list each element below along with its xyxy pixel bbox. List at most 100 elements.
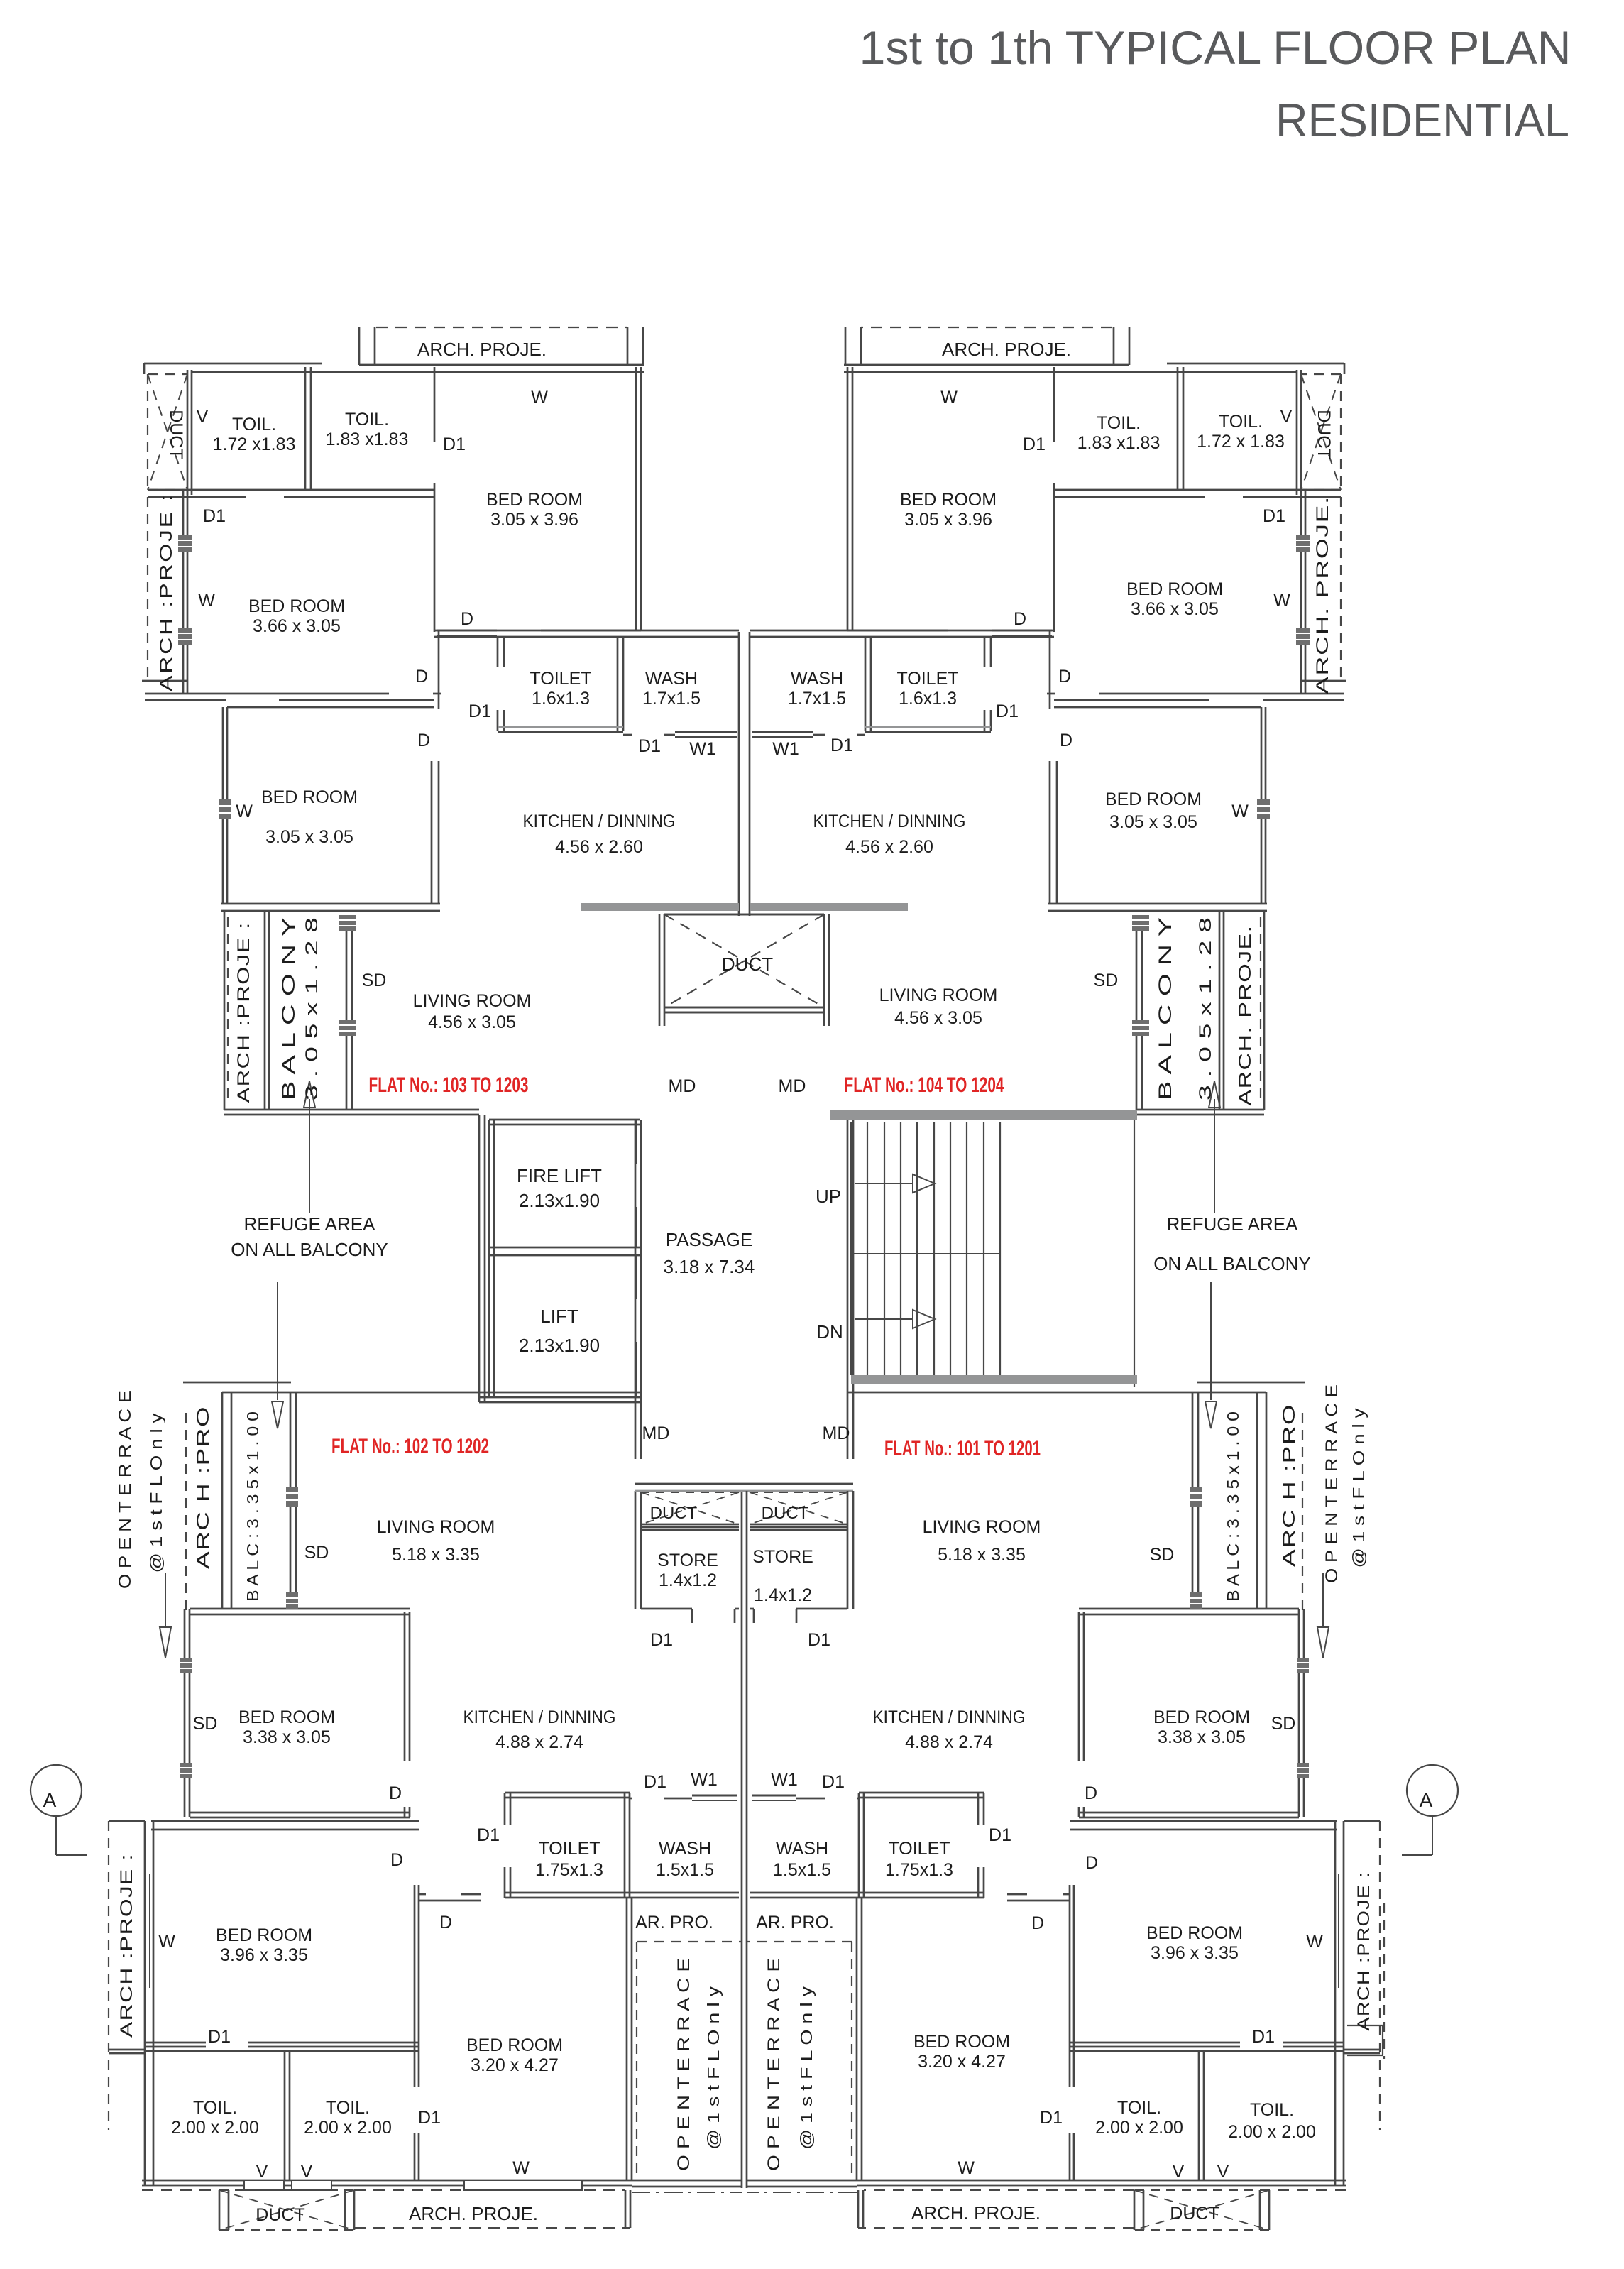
svg-text:LIVING ROOM: LIVING ROOM (879, 985, 998, 1005)
svg-text:TOILET: TOILET (530, 669, 591, 689)
svg-text:@ 1 s t F L O n l y: @ 1 s t F L O n l y (797, 1986, 816, 2150)
svg-text:BED ROOM: BED ROOM (914, 2032, 1010, 2052)
svg-text:SD: SD (193, 1714, 218, 1734)
svg-text:MD: MD (642, 1423, 670, 1443)
svg-text:D1: D1 (808, 1630, 830, 1650)
svg-text:V: V (301, 2162, 313, 2182)
svg-text:3.20 x 4.27: 3.20 x 4.27 (918, 2052, 1006, 2072)
svg-text:WASH: WASH (659, 1839, 711, 1859)
svg-text:SD: SD (304, 1543, 329, 1563)
svg-text:DUCT: DUCT (1314, 410, 1334, 459)
svg-text:KITCHEN / DINNING: KITCHEN / DINNING (873, 1707, 1026, 1727)
svg-text:2.13x1.90: 2.13x1.90 (519, 1190, 600, 1211)
svg-text:4.56 x 2.60: 4.56 x 2.60 (555, 837, 643, 857)
svg-text:ARCH :PROJE :: ARCH :PROJE : (1354, 1871, 1373, 2031)
svg-text:ARC H :PRO: ARC H :PRO (1280, 1404, 1299, 1567)
svg-text:V: V (1280, 407, 1293, 427)
svg-text:3.96 x 3.35: 3.96 x 3.35 (1151, 1943, 1239, 1963)
svg-text:TOILET: TOILET (538, 1839, 600, 1859)
svg-text:ARC H :PRO: ARC H :PRO (194, 1406, 213, 1569)
svg-text:B A L C : 3 . 3 5 x 1 . 0 0: B A L C : 3 . 3 5 x 1 . 0 0 (243, 1411, 262, 1602)
svg-text:UP: UP (816, 1186, 841, 1207)
svg-text:W: W (236, 802, 253, 821)
svg-text:LIVING ROOM: LIVING ROOM (923, 1517, 1041, 1537)
svg-text:WASH: WASH (791, 669, 843, 689)
svg-text:W: W (1273, 591, 1290, 611)
svg-text:DUCT: DUCT (1170, 2204, 1219, 2224)
svg-text:TOIL.: TOIL. (345, 410, 389, 430)
svg-text:WASH: WASH (776, 1839, 828, 1859)
svg-text:3 . 0 5 x 1 . 2 8: 3 . 0 5 x 1 . 2 8 (302, 917, 322, 1100)
svg-text:A: A (43, 1789, 57, 1811)
svg-text:1.6x1.3: 1.6x1.3 (899, 689, 957, 709)
svg-text:1.75x1.3: 1.75x1.3 (535, 1860, 603, 1880)
svg-text:1.7x1.5: 1.7x1.5 (788, 689, 846, 709)
svg-text:REFUGE AREA: REFUGE AREA (244, 1213, 376, 1235)
svg-text:3.20 x 4.27: 3.20 x 4.27 (471, 2055, 559, 2075)
svg-text:BED ROOM: BED ROOM (486, 490, 583, 510)
svg-text:RESIDENTIAL: RESIDENTIAL (1275, 94, 1569, 146)
svg-text:SD: SD (362, 971, 387, 990)
svg-text:@ 1 s t F L O n l y: @ 1 s t F L O n l y (1349, 1408, 1368, 1568)
svg-text:1.7x1.5: 1.7x1.5 (642, 689, 701, 709)
svg-text:D1: D1 (477, 1825, 500, 1845)
svg-text:O P E N T E R R A C E: O P E N T E R R A C E (1322, 1384, 1342, 1583)
svg-text:1.6x1.3: 1.6x1.3 (532, 689, 590, 709)
svg-text:ARCH. PROJE.: ARCH. PROJE. (417, 339, 547, 360)
svg-text:MD: MD (669, 1076, 696, 1096)
svg-text:B A L C : 3 . 3 5 x 1 . 0 0: B A L C : 3 . 3 5 x 1 . 0 0 (1224, 1411, 1242, 1602)
svg-text:TOIL.: TOIL. (326, 2098, 370, 2118)
svg-text:MD: MD (779, 1076, 806, 1096)
svg-text:3.38 x 3.05: 3.38 x 3.05 (1158, 1727, 1246, 1747)
svg-text:D: D (1085, 1853, 1098, 1873)
svg-text:BED ROOM: BED ROOM (261, 787, 358, 807)
svg-text:BED ROOM: BED ROOM (1126, 579, 1223, 599)
svg-text:TOIL.: TOIL. (232, 415, 276, 434)
svg-text:W: W (198, 591, 215, 611)
svg-text:ON ALL BALCONY: ON ALL BALCONY (231, 1239, 388, 1260)
svg-text:FLAT No.: 104 TO 1204: FLAT No.: 104 TO 1204 (845, 1073, 1004, 1097)
svg-text:4.56 x 3.05: 4.56 x 3.05 (894, 1008, 982, 1028)
svg-text:D1: D1 (203, 506, 226, 526)
svg-text:DUCT: DUCT (650, 1504, 698, 1523)
svg-text:BED ROOM: BED ROOM (248, 596, 345, 616)
svg-text:2.00 x 2.00: 2.00 x 2.00 (304, 2118, 392, 2138)
svg-text:LIFT: LIFT (540, 1306, 578, 1327)
svg-text:D1: D1 (1252, 2027, 1275, 2047)
svg-text:TOIL.: TOIL. (193, 2098, 237, 2118)
svg-text:TOILET: TOILET (888, 1839, 950, 1859)
svg-text:4.88 x 2.74: 4.88 x 2.74 (495, 1732, 583, 1752)
svg-text:1.72 x 1.83: 1.72 x 1.83 (1197, 432, 1285, 452)
svg-text:3.05 x 3.05: 3.05 x 3.05 (265, 827, 353, 847)
svg-text:W: W (1231, 802, 1249, 821)
svg-text:3.05 x 3.96: 3.05 x 3.96 (904, 510, 992, 530)
svg-text:O P E N T E R R A C E: O P E N T E R R A C E (674, 1958, 693, 2171)
svg-text:4.88 x 2.74: 4.88 x 2.74 (905, 1732, 993, 1752)
svg-text:3.66 x 3.05: 3.66 x 3.05 (253, 616, 341, 636)
svg-text:KITCHEN / DINNING: KITCHEN / DINNING (813, 811, 966, 831)
svg-text:BED ROOM: BED ROOM (1146, 1923, 1243, 1943)
svg-text:4.56 x 3.05: 4.56 x 3.05 (428, 1012, 516, 1032)
svg-text:ARCH :PROJE :: ARCH :PROJE : (234, 922, 253, 1103)
svg-text:D: D (1031, 1913, 1044, 1933)
svg-text:3.05 x 3.96: 3.05 x 3.96 (490, 510, 578, 530)
svg-text:3.18 x 7.34: 3.18 x 7.34 (664, 1256, 755, 1277)
svg-text:BED ROOM: BED ROOM (466, 2035, 563, 2055)
svg-text:D1: D1 (208, 2027, 231, 2047)
svg-text:SD: SD (1094, 971, 1119, 990)
svg-text:D1: D1 (468, 701, 491, 721)
svg-text:D1: D1 (443, 434, 466, 454)
svg-text:A: A (1420, 1789, 1433, 1811)
svg-text:1st to 1th TYPICAL FLOOR PLAN: 1st to 1th TYPICAL FLOOR PLAN (860, 21, 1571, 74)
svg-text:ON ALL BALCONY: ON ALL BALCONY (1153, 1253, 1311, 1274)
svg-text:FLAT No.: 102 TO 1202: FLAT No.: 102 TO 1202 (331, 1435, 489, 1458)
svg-text:LIVING ROOM: LIVING ROOM (377, 1517, 495, 1537)
svg-text:B A L C O N Y: B A L C O N Y (279, 917, 299, 1100)
svg-text:BED ROOM: BED ROOM (216, 1925, 312, 1945)
svg-text:D1: D1 (1023, 434, 1046, 454)
svg-text:TOIL.: TOIL. (1097, 413, 1141, 433)
svg-text:2.13x1.90: 2.13x1.90 (519, 1335, 600, 1356)
svg-text:REFUGE AREA: REFUGE AREA (1167, 1213, 1299, 1235)
svg-text:D: D (1085, 1783, 1097, 1803)
svg-text:BED ROOM: BED ROOM (1105, 789, 1202, 809)
